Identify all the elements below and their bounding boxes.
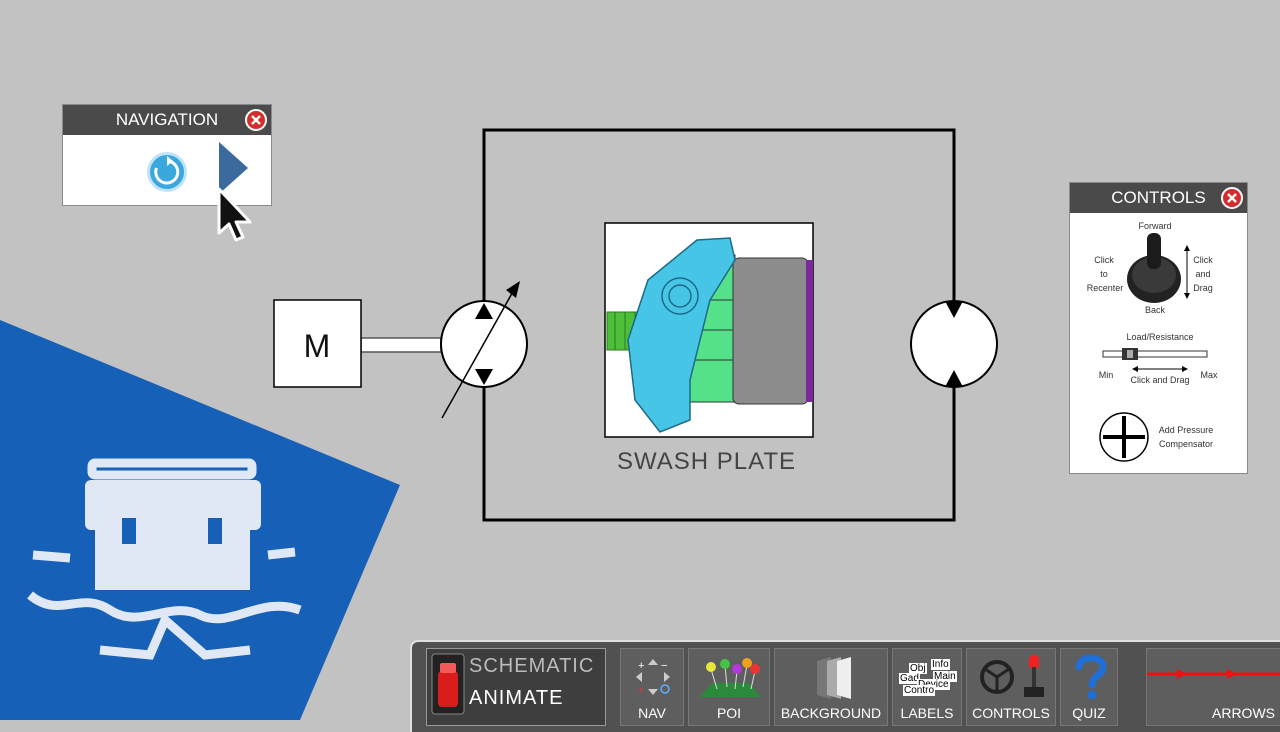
arrows-label: ARROWS [1212,705,1275,721]
electric-motor-box [273,299,362,388]
nav-controls-icon: + − × [636,659,670,696]
mouse-cursor-icon [217,187,252,242]
toolbox-logo-banner [0,320,400,720]
labels-icon: Obj Info Gad Main Device Contro [899,659,957,697]
controls-button[interactable]: CONTROLS [966,648,1056,726]
background-button[interactable]: BACKGROUND [774,648,888,726]
slider-max-label: Max [1200,370,1218,380]
navigation-panel-header[interactable]: NAVIGATION [63,105,271,135]
controls-close-icon[interactable] [1221,187,1243,209]
navigation-panel: NAVIGATION [62,104,272,206]
add-pressure-compensator-icon[interactable] [1098,411,1150,463]
compensator-label: Compensator [1158,439,1214,449]
svg-text:+: + [638,660,644,672]
labels-icon-word: Info [931,659,950,670]
svg-text:×: × [638,685,644,696]
question-mark-icon [1075,654,1107,700]
drive-shaft [360,337,442,353]
labels-label: LABELS [900,705,954,721]
svg-text:−: − [661,660,667,672]
animate-mode-label: ANIMATE [469,687,564,709]
play-next-icon[interactable] [217,142,249,194]
steering-wheel-icon [980,660,1014,694]
variable-pump-symbol [440,281,528,419]
labels-icon-word: Obj [909,663,927,674]
slider-drag-arrow-icon [1132,366,1188,372]
poi-pins-icon [699,658,761,697]
background-label: BACKGROUND [780,705,882,721]
background-panels-icon [817,657,851,699]
joystick-control[interactable] [1125,229,1195,305]
schematic-mode-label: SCHEMATIC [469,655,595,677]
controls-label: CONTROLS [972,705,1050,721]
labels-icon-word: Contro [903,685,936,696]
quiz-label: QUIZ [1072,705,1106,721]
nav-button[interactable]: + − × NAV [620,648,684,726]
motor-label: M [304,328,331,364]
slider-click-and-drag-label: Click and Drag [1130,375,1190,385]
joystick-lever-icon [1024,655,1044,697]
labels-icon-word: Main [933,671,957,682]
joystick-back-label: Back [1144,305,1165,315]
toolbox-icon [85,458,261,590]
load-resistance-slider[interactable] [1102,347,1208,361]
bottom-toolbar: SCHEMATIC ANIMATE + − × NAV POI [410,640,1280,732]
click-and-drag-line2: and [1195,269,1211,279]
nav-label: NAV [638,705,666,721]
swash-plate-label: SWASH PLATE [617,448,797,475]
toggle-switch-icon [431,653,465,715]
labels-icon-word: Device [917,679,950,690]
click-to-recenter-line2: to [1100,269,1108,279]
flow-arrows-icon [1147,669,1280,679]
controls-panel: CONTROLS Forward Click to Recenter Click… [1069,182,1248,474]
quiz-button[interactable]: QUIZ [1060,648,1118,726]
click-to-recenter-line1: Click [1094,255,1114,265]
navigation-close-icon[interactable] [245,109,267,131]
labels-icon-word: Gad [899,673,920,684]
joystick-forward-label: Forward [1138,221,1172,231]
click-and-drag-line1: Click [1193,255,1213,265]
waves-icon [27,547,302,660]
controls-title: CONTROLS [1111,188,1206,207]
swash-plate-illustration [604,222,814,438]
click-and-drag-line3: Drag [1193,283,1213,293]
slider-min-label: Min [1098,370,1114,380]
click-to-recenter-line3: Recenter [1086,283,1124,293]
arrows-button[interactable]: ARROWS [1146,648,1280,726]
add-pressure-label: Add Pressure [1158,425,1214,435]
labels-button[interactable]: Obj Info Gad Main Device Contro LABELS [892,648,962,726]
navigation-title: NAVIGATION [115,110,219,129]
reset-icon[interactable] [145,150,189,194]
hydraulic-schematic: M [273,128,998,522]
hydraulic-motor-symbol [910,300,998,388]
controls-panel-header[interactable]: CONTROLS [1070,183,1247,213]
load-resistance-label: Load/Resistance [1126,332,1194,342]
schematic-animate-toggle[interactable]: SCHEMATIC ANIMATE [426,648,606,726]
poi-label: POI [716,705,742,721]
poi-button[interactable]: POI [688,648,770,726]
